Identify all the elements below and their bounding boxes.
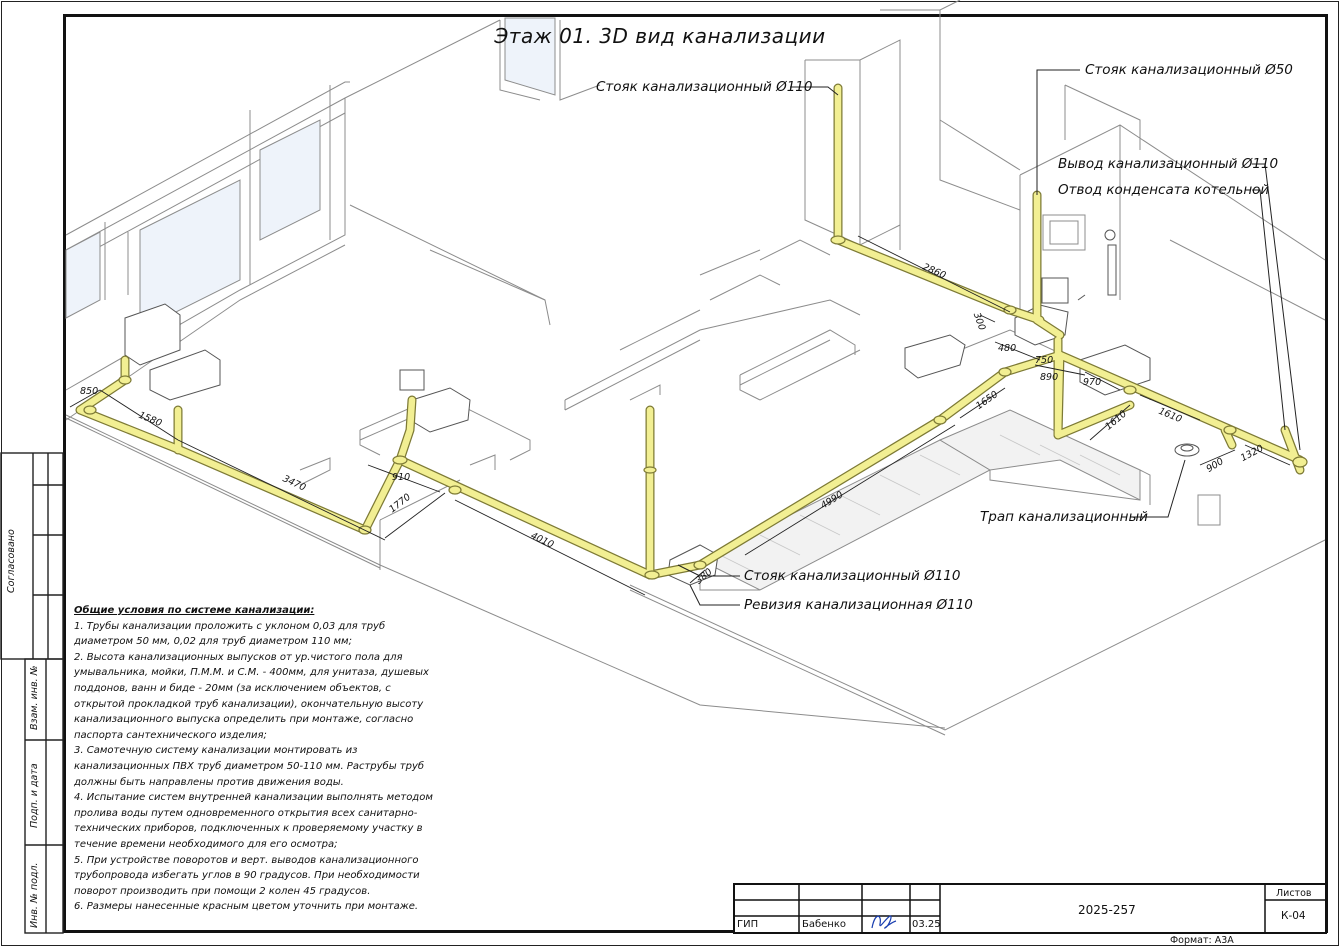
dim-970: 970 xyxy=(1083,377,1102,388)
note-item: 2. Высота канализационных выпусков от ур… xyxy=(74,651,429,741)
callout-revision110: Ревизия канализационная Ø110 xyxy=(744,597,973,613)
dim-850: 850 xyxy=(80,386,99,397)
callout-outlet110: Вывод канализационный Ø110 xyxy=(1058,156,1279,172)
dim-480: 480 xyxy=(998,343,1017,354)
stamp-sheets-label: Листов xyxy=(1276,888,1312,899)
stamp-project-code: 2025-257 xyxy=(1078,903,1136,917)
dimension-lines xyxy=(69,235,1291,596)
callout-drain: Трап канализационный xyxy=(980,509,1148,525)
note-item: 4. Испытание систем внутренней канализац… xyxy=(74,792,433,850)
stamp-name: Бабенко xyxy=(802,919,847,930)
dim-750: 750 xyxy=(1035,355,1054,366)
stamp-format: Формат: А3А xyxy=(1170,935,1234,946)
callout-riser110-top: Стояк канализационный Ø110 xyxy=(596,79,813,95)
stamp-sheet-code: К-04 xyxy=(1281,910,1306,922)
signature-mark xyxy=(871,915,897,929)
callout-riser110-mid: Стояк канализационный Ø110 xyxy=(744,568,961,584)
notes-heading: Общие условия по системе канализации: xyxy=(74,605,315,616)
callout-riser50: Стояк канализационный Ø50 xyxy=(1085,62,1293,78)
stamp-role: ГИП xyxy=(737,919,759,930)
note-item: 3. Самотечную систему канализации монтир… xyxy=(74,745,425,788)
dim-910: 910 xyxy=(392,472,411,483)
drawing-title: Этаж 01. 3D вид канализации xyxy=(494,24,826,48)
general-notes: Общие условия по системе канализации: 1.… xyxy=(74,603,434,915)
note-item: 1. Трубы канализации проложить с уклоном… xyxy=(74,620,386,648)
sewer-pipes xyxy=(75,83,1308,580)
floor-hatch xyxy=(719,434,1121,576)
dim-890: 890 xyxy=(1040,372,1059,383)
note-item: 5. При устройстве поворотов и верт. выво… xyxy=(74,854,420,897)
stamp-date: 03.25 xyxy=(912,919,941,930)
sheet-frame xyxy=(63,14,1328,933)
note-item: 6. Размеры нанесенные красным цветом уто… xyxy=(74,901,419,913)
callout-condensate: Отвод конденсата котельной xyxy=(1058,182,1270,198)
leader-lines xyxy=(677,69,1301,606)
